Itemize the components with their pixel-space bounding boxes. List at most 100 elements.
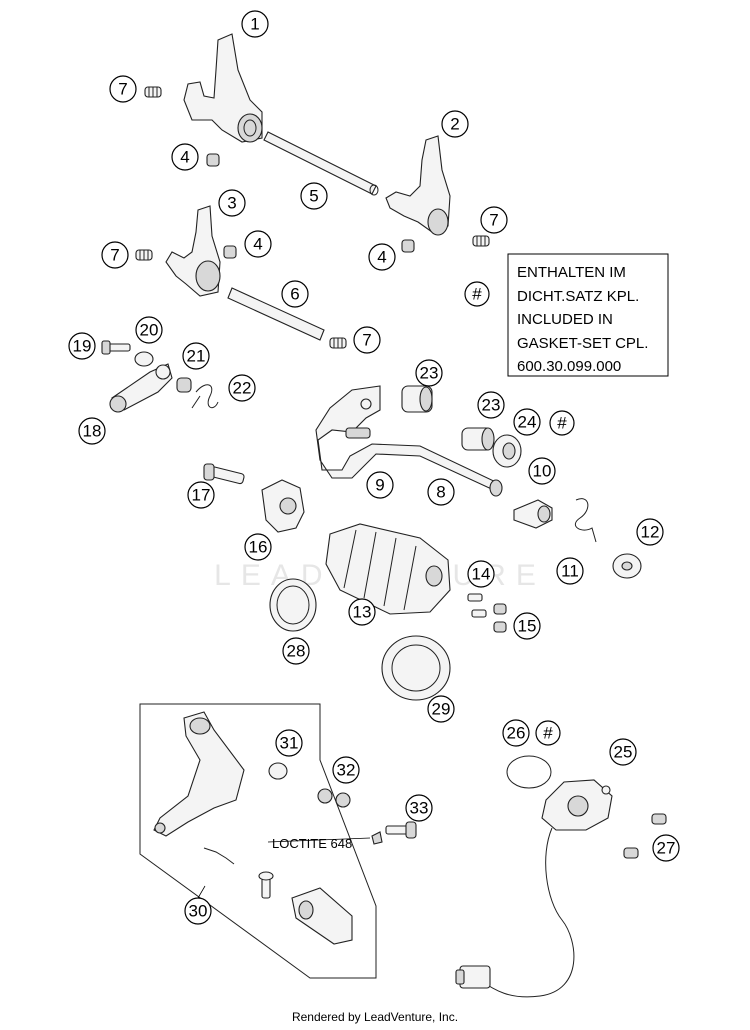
callout-17: 17 [187, 481, 215, 509]
loctite-drop [371, 831, 383, 845]
gasket-set-note: ENTHALTEN IM DICHT.SATZ KPL. INCLUDED IN… [507, 253, 669, 377]
shift-rod-6 [227, 287, 325, 341]
svg-text:4: 4 [377, 248, 386, 267]
note-line-5: 600.30.099.000 [517, 358, 621, 375]
svg-text:2: 2 [450, 115, 459, 134]
spring-11 [574, 498, 597, 543]
callout-hash-24: # [549, 410, 575, 436]
o-ring-26 [506, 755, 552, 789]
svg-text:7: 7 [489, 211, 498, 230]
callout-7a: 7 [109, 75, 137, 103]
callout-21: 21 [182, 342, 210, 370]
callout-13: 13 [348, 598, 376, 626]
note-line-3: INCLUDED IN [517, 311, 613, 328]
svg-text:23: 23 [420, 364, 439, 383]
svg-text:18: 18 [83, 422, 102, 441]
svg-text:5: 5 [309, 187, 318, 206]
shift-fork-1 [183, 33, 263, 143]
callout-16: 16 [244, 533, 272, 561]
callout-6: 6 [281, 280, 309, 308]
callout-20: 20 [135, 316, 163, 344]
callout-4c: 4 [368, 243, 396, 271]
bolt-17 [203, 463, 245, 485]
callout-18: 18 [78, 417, 106, 445]
svg-text:29: 29 [432, 700, 451, 719]
svg-text:10: 10 [533, 462, 552, 481]
callout-1: 1 [241, 10, 269, 38]
washers-32 [317, 788, 351, 808]
bolt-33 [385, 821, 417, 839]
shift-drum-locating-16 [261, 479, 305, 533]
bolt-27b [623, 847, 639, 859]
guide-pin-b [223, 245, 237, 259]
callout-3: 3 [218, 189, 246, 217]
svg-text:#: # [543, 724, 553, 743]
detent-spring-a [144, 86, 162, 98]
svg-text:30: 30 [189, 902, 208, 921]
svg-text:4: 4 [180, 148, 189, 167]
spring-clip-30 [203, 847, 235, 865]
sensor-connector [455, 965, 491, 989]
callout-28: 28 [282, 637, 310, 665]
svg-text:27: 27 [657, 839, 676, 858]
callout-hash-26: # [535, 720, 561, 746]
svg-text:28: 28 [287, 642, 306, 661]
shift-detent-10 [513, 499, 553, 529]
svg-text:#: # [557, 414, 567, 433]
spring-22 [191, 384, 219, 409]
svg-text:26: 26 [507, 724, 526, 743]
svg-text:12: 12 [641, 523, 660, 542]
callout-2: 2 [441, 110, 469, 138]
svg-text:1: 1 [250, 15, 259, 34]
callout-25: 25 [609, 738, 637, 766]
callout-10: 10 [528, 457, 556, 485]
sensor-cable [479, 827, 575, 998]
detent-spring-b [135, 249, 153, 261]
callout-22: 22 [228, 374, 256, 402]
note-line-4: GASKET-SET CPL. [517, 335, 648, 352]
callout-33: 33 [405, 794, 433, 822]
note-line-1: ENTHALTEN IM [517, 264, 626, 281]
svg-text:24: 24 [518, 413, 537, 432]
washer-31 [268, 762, 288, 780]
svg-text:19: 19 [73, 337, 92, 356]
guide-pin-c [401, 239, 415, 253]
note-line-2: DICHT.SATZ KPL. [517, 288, 639, 305]
callout-23b: 23 [477, 391, 505, 419]
callout-12: 12 [636, 518, 664, 546]
callout-23a: 23 [415, 359, 443, 387]
svg-text:22: 22 [233, 379, 252, 398]
svg-text:15: 15 [518, 617, 537, 636]
svg-text:#: # [472, 285, 482, 304]
loctite-label: LOCTITE 648 [272, 836, 352, 851]
svg-text:8: 8 [436, 483, 445, 502]
detent-spring-c [472, 235, 490, 247]
needle-bushing-23a [401, 385, 433, 413]
svg-text:4: 4 [253, 235, 262, 254]
svg-text:33: 33 [410, 799, 429, 818]
callout-19: 19 [68, 332, 96, 360]
svg-text:17: 17 [192, 486, 211, 505]
svg-text:14: 14 [472, 565, 491, 584]
callout-5: 5 [300, 182, 328, 210]
shift-fork-3 [165, 205, 221, 297]
kit-leader [197, 885, 206, 899]
callout-31: 31 [275, 729, 303, 757]
shift-fork-2 [385, 135, 451, 236]
callout-15: 15 [513, 612, 541, 640]
callout-7c: 7 [480, 206, 508, 234]
callout-30: 30 [184, 897, 212, 925]
callout-29: 29 [427, 695, 455, 723]
callout-32: 32 [332, 756, 360, 784]
callout-4a: 4 [171, 143, 199, 171]
shaft-seal-24 [492, 434, 522, 468]
shift-lever-kit-frame [139, 703, 377, 979]
callout-27: 27 [652, 834, 680, 862]
shift-drum-13 [325, 523, 451, 615]
shift-shaft-8 [315, 385, 503, 497]
callout-26: 26 [502, 719, 530, 747]
note-marker: # [464, 281, 490, 307]
gear-position-sensor-25 [541, 779, 613, 831]
bolt-27a [651, 813, 667, 825]
